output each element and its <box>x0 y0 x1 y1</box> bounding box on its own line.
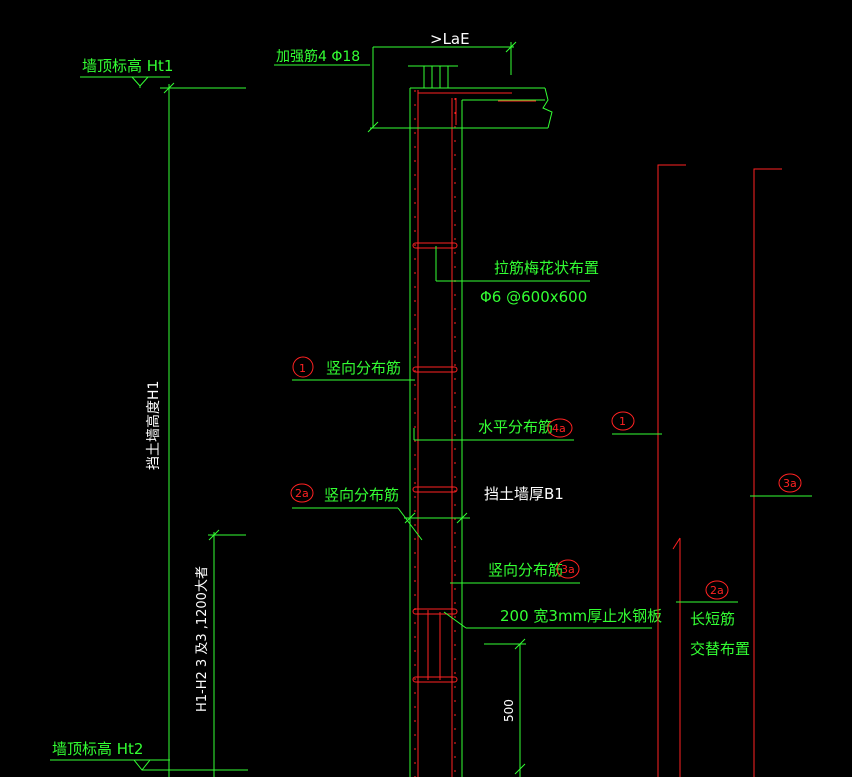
tag-4a: 4a <box>552 422 566 435</box>
tie-layout-label: 拉筋梅花状布置 <box>494 259 599 277</box>
wall-height-label: 挡土墙高度H1 <box>145 381 162 470</box>
wall-height-dimension: 挡土墙高度H1 <box>145 82 175 777</box>
dim-500: 500 <box>484 638 526 777</box>
tie-bar <box>412 242 458 249</box>
tag-1-left: 1 <box>299 362 306 375</box>
horizontal-rebar-callout: 水平分布筋 4a <box>413 418 574 441</box>
tie-spec-callout: 拉筋梅花状布置 Φ6 @600x600 <box>435 246 599 306</box>
stiffener-callout: 加强筋4 Φ18 >LaE <box>274 30 517 133</box>
tie-spec-label: Φ6 @600x600 <box>480 288 587 306</box>
tie-bar <box>412 608 458 615</box>
tag-3a-right: 3a <box>783 477 797 490</box>
bottom-zone-label: H1-H2 3 及3 ,1200大者 <box>195 566 210 712</box>
wall-section-outline <box>408 65 553 777</box>
tag-1-right: 1 <box>619 415 626 428</box>
vertical-rebar-3a-callout: 竖向分布筋 3a <box>450 559 580 584</box>
wall-top-level-ht1: 墙顶标高 Ht1 <box>80 57 246 89</box>
right-rebar-3a: 3a <box>750 168 812 777</box>
dim-500-label: 500 <box>502 699 516 722</box>
long-short-label-2: 交替布置 <box>690 640 750 658</box>
stiffener-label: 加强筋4 Φ18 <box>276 48 360 65</box>
vertical-rebar-3a-label: 竖向分布筋 <box>488 561 563 579</box>
wall-top-level-ht2: 墙顶标高 Ht2 <box>50 740 248 771</box>
tag-3a-mid: 3a <box>561 563 575 576</box>
wall-top-label-ht1: 墙顶标高 Ht1 <box>82 57 173 75</box>
tie-bar <box>412 676 458 683</box>
lae-label: >LaE <box>430 30 470 48</box>
vertical-rebar-2a-label: 竖向分布筋 <box>324 486 399 504</box>
vertical-rebar-1-label: 竖向分布筋 <box>326 359 401 377</box>
vertical-rebar-2a-callout: 2a 竖向分布筋 <box>290 483 423 541</box>
long-short-label-1: 长短筋 <box>690 610 735 628</box>
waterstop-callout: 200 宽3mm厚止水钢板 <box>443 607 662 629</box>
wall-top-label-ht2: 墙顶标高 Ht2 <box>52 740 143 758</box>
vertical-rebars <box>414 90 536 777</box>
bottom-zone-dimension: H1-H2 3 及3 ,1200大者 <box>195 529 246 777</box>
wall-thickness-callout: 挡土墙厚B1 <box>404 485 564 524</box>
waterstop-label: 200 宽3mm厚止水钢板 <box>500 607 662 625</box>
tag-2a-right: 2a <box>710 584 724 597</box>
tie-bar <box>412 486 458 493</box>
tie-bars <box>412 242 458 683</box>
horizontal-rebar-label: 水平分布筋 <box>478 418 553 436</box>
right-rebar-2a: 2a 长短筋 交替布置 <box>672 537 750 777</box>
vertical-rebar-1-callout: 1 竖向分布筋 <box>292 356 415 381</box>
wall-thickness-label: 挡土墙厚B1 <box>484 485 564 503</box>
tag-2a-left: 2a <box>295 487 309 500</box>
tie-bar <box>412 366 458 373</box>
right-rebar-1: 1 <box>611 164 686 777</box>
